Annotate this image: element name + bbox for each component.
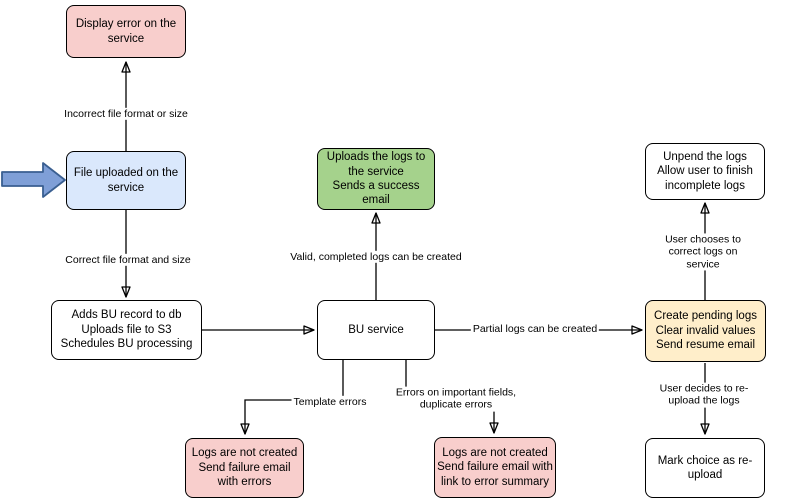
node-create-pending: Create pending logs Clear invalid values… [645, 300, 766, 362]
node-file-uploaded: File uploaded on the service [66, 151, 186, 210]
edge-label-important-errors: Errors on important fields, duplicate er… [393, 386, 519, 412]
edge-label-valid-logs: Valid, completed logs can be created [288, 250, 464, 264]
node-failure-summary: Logs are not created Send failure email … [434, 437, 556, 498]
node-unpend-logs: Unpend the logs Allow user to finish inc… [645, 143, 765, 200]
edge-label-incorrect-format: Incorrect file format or size [62, 107, 190, 121]
edge-label-choose-correct: User chooses to correct logs on service [654, 233, 752, 271]
node-mark-reupload: Mark choice as re-upload [645, 438, 765, 498]
node-failure-errors: Logs are not created Send failure email … [185, 438, 304, 498]
node-success-email: Uploads the logs to the service Sends a … [317, 148, 435, 210]
edge-label-template-errors: Template errors [291, 395, 369, 409]
edge-label-reupload: User decides to re-upload the logs [655, 382, 753, 408]
node-display-error: Display error on the service [66, 5, 186, 58]
edge-label-partial-logs: Partial logs can be created [470, 322, 600, 336]
edge-label-correct-format: Correct file format and size [63, 253, 193, 267]
node-schedule-processing: Adds BU record to db Uploads file to S3 … [51, 300, 202, 360]
entry-arrow-icon [1, 162, 66, 198]
node-bu-service: BU service [317, 300, 435, 360]
